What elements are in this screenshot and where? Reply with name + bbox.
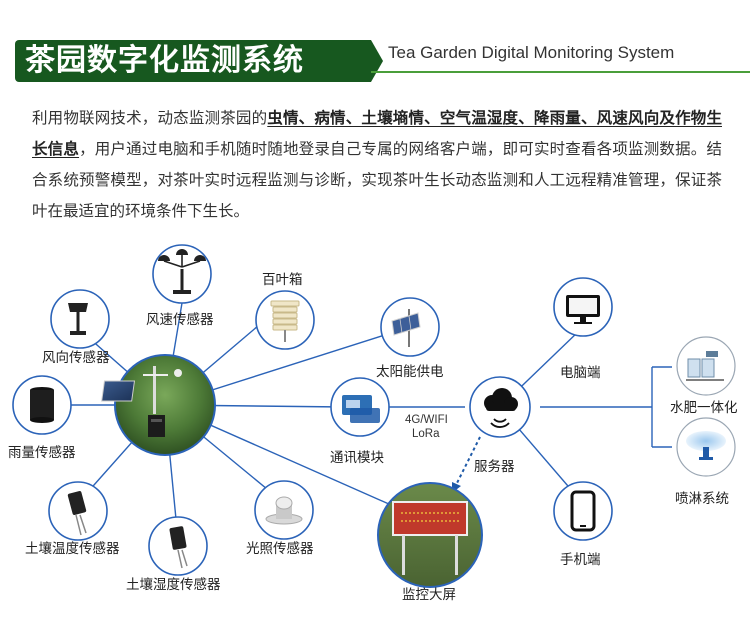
louver-box-node [255, 290, 315, 350]
intro-text-1: 利用物联网技术，动态监测茶园的 [32, 109, 268, 127]
system-diagram [12, 244, 736, 588]
title-underline [371, 71, 750, 73]
intro-text-2: ，用户通过电脑和手机随时随地登录自己专属的网络客户端，即可实时查看各项监测数据。… [32, 140, 722, 220]
display-screen-node [377, 482, 483, 588]
pc-client-node [553, 277, 613, 337]
title-banner: 茶园数字化监测系统 [15, 40, 371, 82]
label-louver-box: 百叶箱 [262, 272, 303, 288]
soil-moisture-sensor-node [148, 516, 208, 576]
server-node [469, 376, 531, 438]
solar-power-node [380, 297, 440, 357]
header: 茶园数字化监测系统 Tea Garden Digital Monitoring … [0, 33, 750, 88]
label-fertigation: 水肥一体化 [670, 400, 738, 416]
page-title: 茶园数字化监测系统 [25, 43, 304, 78]
sprinkler-node [676, 417, 736, 477]
comm-module-node [330, 377, 390, 437]
label-solar-power: 太阳能供电 [376, 364, 444, 380]
intro-paragraph: 利用物联网技术，动态监测茶园的虫情、病情、土壤墒情、空气温湿度、降雨量、风速风向… [32, 103, 722, 227]
label-soil-temp: 土壤温度传感器 [25, 541, 120, 557]
title-banner-arrow [371, 40, 383, 82]
label-network-type-1: 4G/WIFI [405, 414, 448, 426]
wind-speed-sensor-node [152, 244, 212, 304]
label-rain-gauge: 雨量传感器 [8, 445, 76, 461]
soil-temp-sensor-node [48, 481, 108, 541]
label-wind-direction: 风向传感器 [42, 350, 110, 366]
wind-direction-sensor-node [50, 289, 110, 349]
label-pc-client: 电脑端 [560, 365, 601, 381]
rain-gauge-node [12, 375, 72, 435]
mobile-client-node [553, 481, 613, 541]
label-server: 服务器 [474, 459, 515, 475]
label-sprinkler: 喷淋系统 [675, 491, 729, 507]
weather-station-hub [101, 354, 216, 456]
light-sensor-node [254, 480, 314, 540]
label-light-sensor: 光照传感器 [246, 541, 314, 557]
label-mobile-client: 手机端 [560, 552, 601, 568]
intro-highlight: 虫情、病情、土壤墒情、空气温湿度、降雨量、风速风向及作物生长信息 [32, 109, 722, 158]
label-comm-module: 通讯模块 [330, 450, 384, 466]
label-wind-speed: 风速传感器 [146, 312, 214, 328]
label-soil-moisture: 土壤湿度传感器 [126, 577, 221, 593]
fertigation-node [676, 336, 736, 396]
label-display-screen: 监控大屏 [402, 587, 456, 603]
page-title-english: Tea Garden Digital Monitoring System [388, 43, 675, 62]
label-network-type-2: LoRa [412, 428, 440, 440]
